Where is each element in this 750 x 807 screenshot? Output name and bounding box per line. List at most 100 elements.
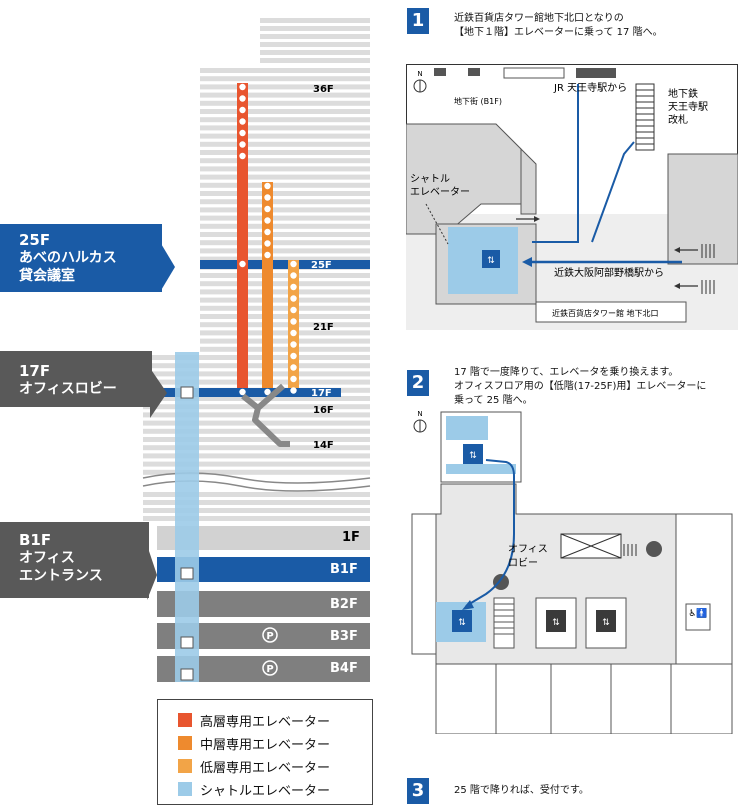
map-1-stairs (635, 83, 655, 151)
map-step-2: N ⇅ ♿🚹 ⇅ ⇅ ⇅ オフィス ロビー (411, 410, 733, 734)
map-2-escalator-steps (623, 544, 637, 556)
legend-swatch-mid (178, 736, 192, 750)
floor-slab (260, 34, 370, 39)
callout-17f-box (0, 351, 152, 407)
floor-slab (200, 92, 370, 98)
legend-swatch-low (178, 759, 192, 773)
elevator-stop-dot (239, 141, 246, 148)
floor-slab (200, 109, 370, 114)
elevator-stop-dot (264, 228, 271, 236)
map-1-building-left (406, 123, 522, 235)
legend-item-low: 低層専用エレベーター (178, 756, 330, 776)
map-1-route-subway (591, 141, 635, 243)
elevator-stop-dot (264, 205, 271, 213)
map-1-elevator-icon (482, 250, 500, 268)
step-2-number: 2 (407, 370, 429, 396)
label-36f: 36F (313, 84, 334, 95)
break-line-top (142, 472, 371, 484)
map-2-route (465, 459, 515, 607)
floor-slab (200, 273, 370, 278)
floor-slab (200, 256, 370, 262)
map-1-subway-label-2: 天王寺駅 (668, 101, 708, 113)
floor-slab (200, 330, 370, 336)
map-1-exit-strip (535, 301, 687, 323)
label-16f: 16F (313, 405, 334, 416)
elevator-stop-dot (290, 352, 297, 360)
map-2-accessible-icon (493, 574, 509, 590)
callout-25f-arrow (160, 242, 175, 292)
map-2-mid-elevator-icon (546, 610, 566, 632)
map-1-block (468, 68, 480, 76)
map-1-building-left-edge (520, 147, 537, 215)
elevator-stop-dot (239, 118, 246, 125)
step-1-number: 1 (407, 8, 429, 34)
floor-slab (200, 76, 370, 82)
map-1-underground-label: 地下街 (B1F) (454, 96, 502, 106)
map-1-building-right (667, 153, 738, 265)
map-2-shuttle-corridor (446, 464, 516, 474)
map-1-elevator-arrows: ⇅ (487, 256, 495, 266)
high-elevator-shaft (237, 83, 248, 388)
shuttle-elevator-shaft (175, 352, 199, 682)
legend-item-high: 高層専用エレベーター (178, 710, 330, 730)
callout-b1f: B1F オフィス エントランス (19, 531, 103, 585)
floor-slab (200, 232, 370, 237)
step-2-text: 17 階で一度降りて、エレベータを乗り換えます。 オフィスフロア用の【低階(17… (454, 366, 706, 408)
floor-slab (200, 223, 370, 229)
floor-slab (200, 289, 370, 295)
callout-b1f-name2: エントランス (19, 568, 103, 584)
step-3-text: 25 階で降りれば、受付です。 (454, 784, 589, 798)
floor-slab (200, 68, 370, 73)
map-1-jr-label: JR 天王寺駅から (553, 82, 627, 94)
elevator-stop-dot (264, 194, 271, 201)
map-1-gate (701, 244, 715, 294)
map-1-bottom-label: 近鉄百貨店タワー館 地下北口 (552, 308, 659, 318)
step-3-line-1: 25 階で降りれば、受付です。 (454, 785, 589, 796)
map-2-restroom (685, 603, 711, 631)
map-1-route-jr (532, 84, 579, 243)
floor-slab (143, 371, 370, 377)
map-2-shuttle-area (446, 416, 488, 440)
elevator-stop-dot (290, 283, 297, 291)
map-1-subway-label-1: 地下鉄 (668, 87, 698, 100)
map-1-block (434, 68, 446, 76)
floor-slab (200, 322, 370, 328)
callout-17f-name: オフィスロビー (19, 381, 117, 397)
map-2-low-elevator-arrows: ⇅ (458, 618, 466, 628)
elevator-stop-dot (239, 129, 246, 137)
map-2-lobby-label-2: ロビー (508, 557, 538, 569)
floor-slab (200, 281, 370, 287)
floor-25f-highlight (200, 260, 370, 269)
elevator-stop-dot (239, 388, 246, 396)
floor-slab (143, 428, 370, 434)
callout-25f-floor: 25F (19, 231, 51, 249)
parking-icon (262, 660, 278, 676)
floor-slab (143, 379, 370, 385)
legend-label-high: 高層専用エレベーター (200, 714, 331, 730)
floor-slab (143, 363, 370, 369)
map-2-elevator-arrows: ⇅ (469, 451, 477, 461)
elevator-stop-dot (290, 387, 297, 394)
callout-b1f-floor: B1F (19, 531, 52, 549)
map-2-lobby-label-1: オフィス (508, 543, 548, 555)
callout-17f-arrow (150, 368, 167, 418)
step-3-number: 3 (407, 778, 429, 804)
mid-elevator-shaft (262, 182, 273, 388)
elevator-stop-dot (264, 240, 271, 247)
map-2-shuttle-elevator-icon (463, 444, 483, 464)
step-2-line-2: オフィスフロア用の【低階(17-25F)用】エレベーターに (454, 381, 707, 392)
elevator-stop-dot (239, 260, 246, 268)
floor-slab (200, 84, 370, 90)
floor-slab (200, 182, 370, 188)
break-line-bottom (142, 480, 371, 492)
floor-slab (200, 248, 370, 254)
map-1-shuttle-label-1: シャトル (410, 174, 450, 185)
label-21f: 21F (313, 322, 334, 333)
building-diagram: 36F 25F 21F 17F 16F 14F 1F B1F B2F B3F B… (142, 18, 371, 682)
elevator-stop-dot (290, 329, 297, 337)
floor-slab (200, 150, 370, 155)
floor-slab (143, 461, 370, 467)
step-1-line-2: 【地下１階】エレベーターに乗って 17 階へ。 (454, 27, 663, 38)
map-1-block (576, 68, 616, 78)
floor-slab (260, 50, 370, 55)
